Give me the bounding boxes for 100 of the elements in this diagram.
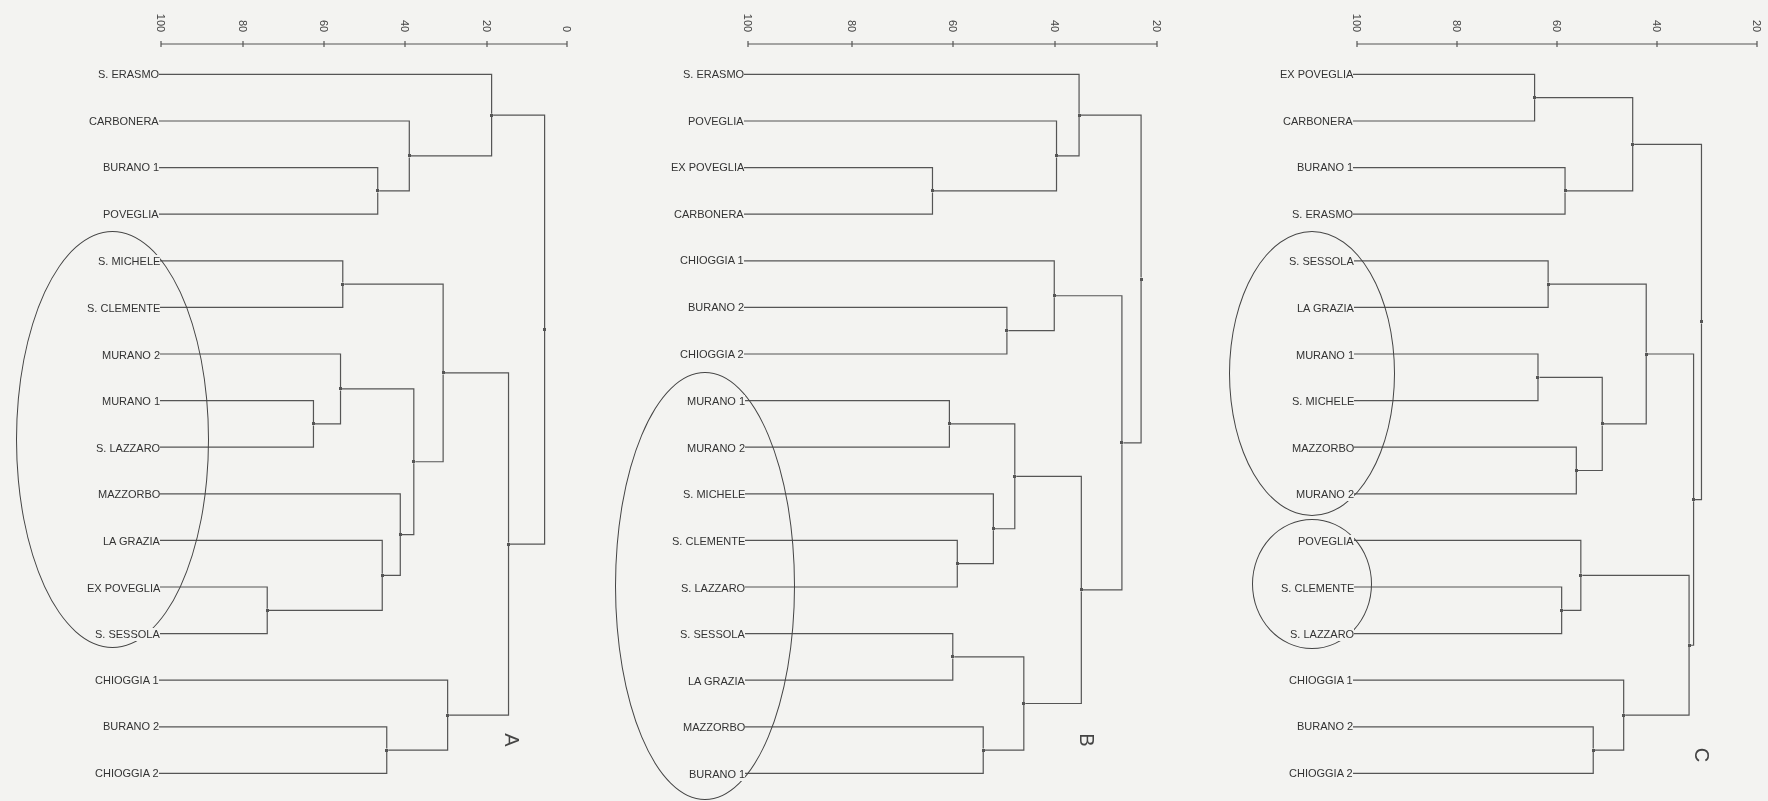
dendrogram-branch bbox=[158, 751, 388, 774]
site-label: POVEGLIA bbox=[1298, 534, 1354, 548]
tick-label: 20 bbox=[481, 19, 494, 33]
dendrogram-branch bbox=[743, 493, 994, 528]
site-label: CHIOGGIA 1 bbox=[95, 673, 159, 687]
site-label: S. ERASMO bbox=[98, 67, 160, 81]
dendrogram-branch bbox=[1565, 145, 1634, 192]
dendrogram-branch bbox=[158, 726, 388, 750]
tick-label: 60 bbox=[947, 19, 960, 33]
tick-label: 40 bbox=[1651, 19, 1664, 33]
dendrogram-branch bbox=[448, 544, 510, 716]
dendrogram-branch bbox=[1594, 716, 1625, 751]
junction-point bbox=[1622, 713, 1626, 717]
dendrogram-branch bbox=[1352, 726, 1594, 750]
junction-point bbox=[931, 189, 934, 193]
dendrogram-branch bbox=[1352, 586, 1563, 610]
dendrogram-branch bbox=[1603, 354, 1647, 425]
dendrogram-branch bbox=[158, 400, 315, 423]
dendrogram-branch bbox=[444, 372, 510, 544]
dendrogram-branch bbox=[158, 424, 315, 448]
tick-label: 100 bbox=[1351, 13, 1364, 33]
junction-point bbox=[407, 154, 411, 158]
site-label: S. ERASMO bbox=[683, 67, 745, 81]
dendrogram-branch bbox=[268, 576, 383, 611]
junction-point bbox=[1687, 643, 1691, 647]
dendrogram-branch bbox=[1624, 646, 1690, 716]
dendrogram-branch bbox=[158, 167, 379, 190]
dendrogram-branch bbox=[743, 260, 1055, 295]
dendrogram-branch bbox=[743, 539, 958, 563]
dendrogram-branch bbox=[410, 116, 493, 157]
dendrogram-branch bbox=[1694, 322, 1703, 501]
tick-label: 40 bbox=[1049, 19, 1062, 33]
dendrogram-branch bbox=[158, 191, 379, 215]
dendrogram-branch bbox=[1122, 279, 1142, 444]
junction-point bbox=[380, 573, 384, 577]
dendrogram-branch bbox=[158, 353, 342, 389]
site-label: LA GRAZIA bbox=[103, 534, 160, 548]
site-label: S. ERASMO bbox=[1292, 207, 1354, 221]
site-label: CARBONERA bbox=[674, 207, 744, 221]
site-label: CHIOGGIA 2 bbox=[95, 766, 159, 780]
site-label: S. CLEMENTE bbox=[87, 301, 161, 315]
dendrogram-branch bbox=[1352, 611, 1563, 635]
site-label: EX POVEGLIA bbox=[1280, 67, 1354, 81]
dendrogram-branch bbox=[1689, 500, 1695, 646]
dendrogram-branch bbox=[158, 73, 493, 115]
site-label: MURANO 2 bbox=[1296, 488, 1355, 502]
dendrogram-branch bbox=[1352, 167, 1566, 190]
tick-label: 80 bbox=[1451, 19, 1464, 33]
dendrogram-branch bbox=[1352, 285, 1549, 308]
dendrogram-branch bbox=[743, 73, 1080, 115]
dendrogram-branch bbox=[743, 400, 950, 423]
tick-label: 80 bbox=[846, 19, 859, 33]
site-label: S. SESSOLA bbox=[95, 628, 160, 642]
site-label: MURANO 2 bbox=[687, 441, 746, 455]
site-label: LA GRAZIA bbox=[1297, 301, 1354, 315]
dendrogram-branch bbox=[387, 716, 449, 751]
dendrogram-branch bbox=[958, 529, 994, 565]
dendrogram-branch bbox=[1549, 283, 1647, 354]
site-label: EX POVEGLIA bbox=[87, 581, 161, 595]
tick-label: 40 bbox=[399, 19, 412, 33]
dendrogram-branch bbox=[1647, 353, 1695, 499]
dendrogram-branch bbox=[1352, 191, 1566, 215]
dendrogram-branch bbox=[743, 633, 954, 656]
dendrogram-branch bbox=[743, 191, 934, 215]
dendrogram-branch bbox=[1577, 424, 1603, 472]
dendrogram-branch bbox=[1538, 376, 1603, 423]
dendrogram-branch bbox=[158, 120, 410, 156]
junction-point bbox=[1022, 702, 1026, 705]
dendrogram-branch bbox=[1055, 295, 1123, 442]
tick-label: 80 bbox=[237, 19, 250, 33]
junction-point bbox=[951, 655, 955, 659]
junction-point bbox=[1600, 422, 1604, 426]
junction-point bbox=[543, 328, 547, 332]
dendrogram-branch bbox=[1007, 296, 1055, 332]
dendrogram-branch bbox=[950, 423, 1016, 476]
dendrogram-branch bbox=[158, 539, 383, 575]
dendrogram-branch bbox=[1352, 471, 1577, 495]
dendrogram-branch bbox=[743, 306, 1008, 330]
junction-point bbox=[1631, 142, 1635, 146]
site-label: MURANO 2 bbox=[102, 348, 161, 362]
dendrogram-branch bbox=[1352, 679, 1625, 715]
dendrogram-branch bbox=[1057, 116, 1080, 157]
junction-point bbox=[311, 422, 315, 426]
junction-point bbox=[490, 113, 494, 117]
dendrogram-branch bbox=[1352, 446, 1577, 470]
dendrogram-branch bbox=[743, 726, 984, 750]
site-label: S. CLEMENTE bbox=[672, 534, 746, 548]
dendrogram-branch bbox=[1352, 751, 1594, 774]
site-label: POVEGLIA bbox=[688, 114, 744, 128]
junction-point bbox=[1013, 474, 1017, 478]
junction-point bbox=[1055, 154, 1058, 158]
junction-point bbox=[1536, 375, 1540, 379]
dendrogram-branch bbox=[341, 388, 415, 461]
dendrogram-branch bbox=[743, 120, 1058, 156]
dendrogram-branch bbox=[492, 114, 546, 329]
tick-label: 60 bbox=[1551, 19, 1564, 33]
dendrogram-branch bbox=[414, 373, 444, 463]
junction-point bbox=[341, 282, 345, 286]
dendrogram-branch bbox=[158, 611, 268, 635]
site-label: S. CLEMENTE bbox=[1281, 581, 1355, 595]
